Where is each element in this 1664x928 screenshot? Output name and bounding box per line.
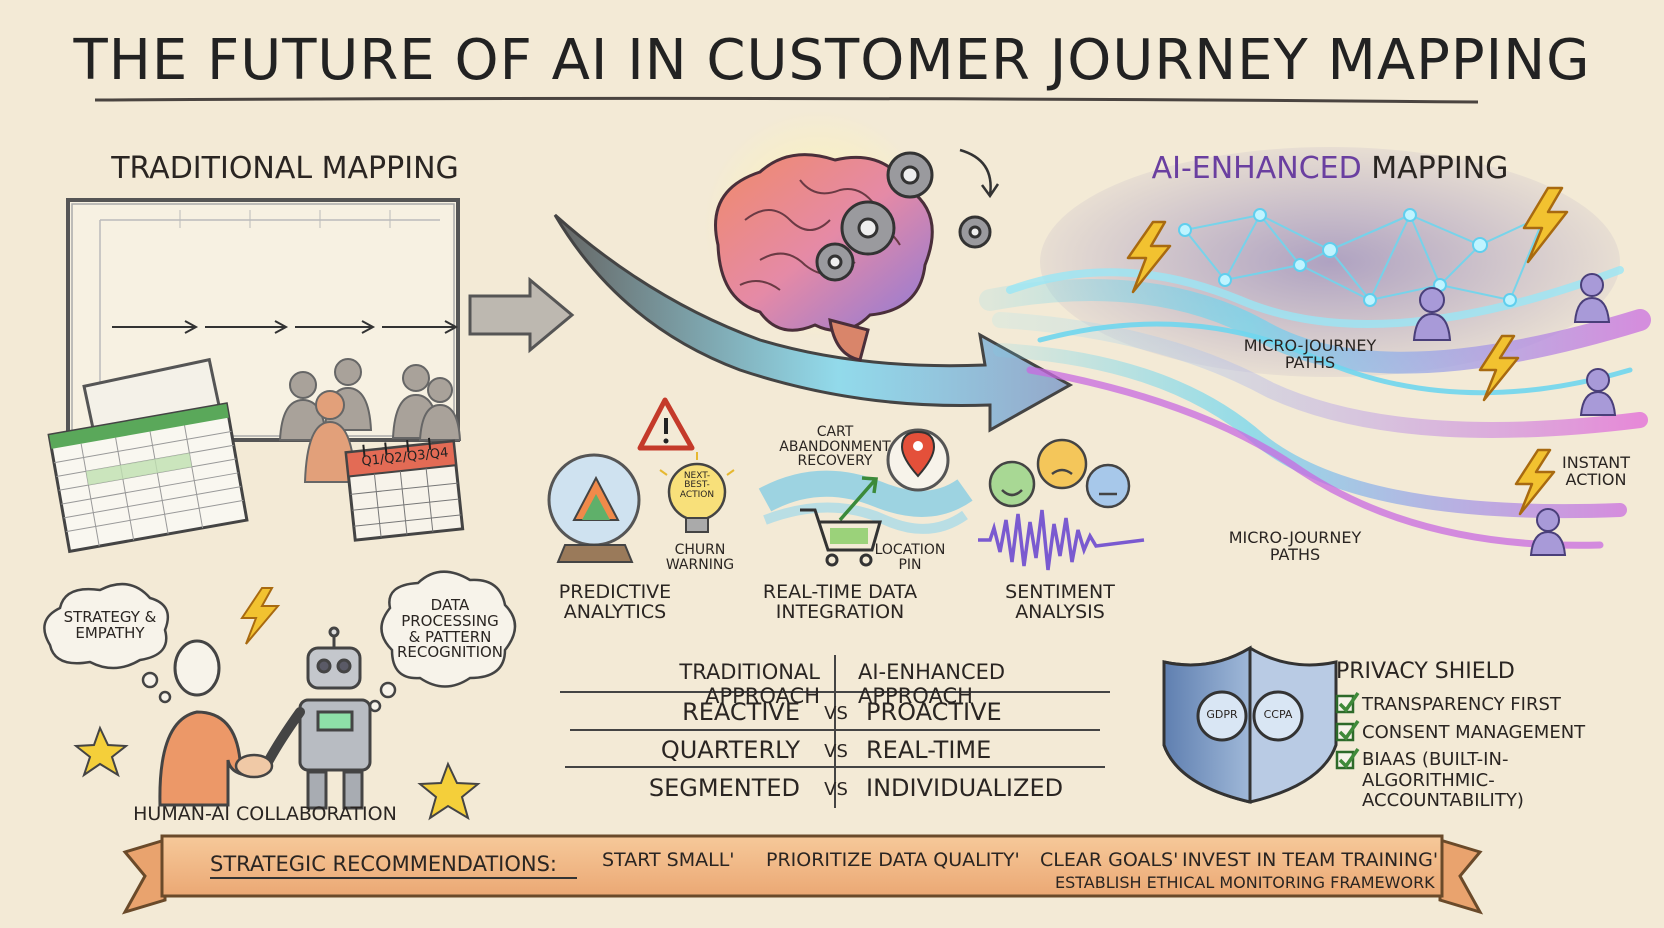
gear-icon [815, 151, 992, 282]
realtime-stream [758, 470, 973, 517]
comparison-row-left: REACTIVE [682, 698, 800, 726]
human-figure [158, 639, 255, 807]
realtime-integration-label: REAL-TIME DATA INTEGRATION [762, 581, 918, 623]
comparison-vs: VS [824, 703, 848, 724]
lightning-icon [1126, 186, 1569, 516]
people-icon [278, 358, 462, 483]
comparison-table [560, 655, 1110, 808]
comparison-right-header: AI-ENHANCED APPROACH [858, 660, 1006, 708]
comparison-row-right: REAL-TIME [866, 736, 992, 764]
cart-icon [800, 508, 882, 567]
shield-icon [1162, 645, 1338, 804]
brain-icon [714, 153, 934, 362]
handshake-icon [234, 753, 274, 779]
transition-arrow [553, 213, 1074, 433]
comparison-left-header: TRADITIONAL APPROACH [679, 660, 820, 708]
cart-abandonment-label: CART ABANDONMENT RECOVERY [779, 424, 891, 470]
arrow-icon [468, 276, 575, 354]
instant-action-label: INSTANT ACTION [1561, 453, 1631, 489]
recommendation-item: CLEAR GOALS' [1040, 849, 1179, 871]
comparison-vs: VS [824, 741, 848, 762]
privacy-item: BIAAS (BUILT-IN-ALGORITHMIC-ACCOUNTABILI… [1362, 749, 1524, 812]
recommendation-item: ESTABLISH ETHICAL MONITORING FRAMEWORK [1055, 873, 1435, 892]
lightbulb-icon [659, 452, 735, 533]
location-pin-label: LOCATION PIN [874, 542, 946, 573]
checkmark-icon [1338, 691, 1360, 769]
calendar-icon [344, 437, 465, 542]
trend-arrow-icon [838, 476, 878, 522]
bulb-label: NEXT-BEST-ACTION [679, 471, 715, 500]
comparison-row-left: SEGMENTED [648, 774, 800, 802]
recommendation-item: PRIORITIZE DATA QUALITY' [766, 849, 1020, 871]
recommendation-item: START SMALL' [602, 849, 735, 871]
micro-paths-bottom: MICRO-JOURNEY PATHS [1228, 528, 1362, 564]
ai-enhanced-heading-accent: AI-ENHANCED [1151, 151, 1362, 186]
spreadsheet-icon [47, 357, 249, 554]
privacy-title: PRIVACY SHIELD [1336, 659, 1515, 684]
page-title: THE FUTURE OF AI IN CUSTOMER JOURNEY MAP… [73, 28, 1591, 93]
human-thought-text: STRATEGY & EMPATHY [63, 608, 157, 642]
lightning-icon-small [240, 587, 281, 645]
recommendation-item: INVEST IN TEAM TRAINING' [1182, 849, 1439, 871]
streams [979, 266, 1651, 549]
gdpr-badge: GDPR [1206, 708, 1238, 721]
star-icon [73, 725, 481, 821]
predictive-analytics-label: PREDICTIVE ANALYTICS [558, 581, 672, 623]
warning-icon [637, 397, 695, 451]
privacy-item: CONSENT MANAGEMENT [1362, 722, 1586, 743]
soundwave-icon [978, 509, 1145, 571]
ccpa-badge: CCPA [1263, 708, 1293, 721]
comparison-row-right: PROACTIVE [866, 698, 1002, 726]
crystal-ball-icon [547, 453, 641, 563]
recommendations-label: STRATEGIC RECOMMENDATIONS: [210, 852, 558, 876]
refresh-arrow-icon [959, 148, 1000, 199]
person-nodes [1412, 273, 1617, 556]
ai-enhanced-heading: AI-ENHANCED MAPPING [1120, 153, 1540, 185]
comparison-vs: VS [824, 779, 848, 800]
ai-enhanced-heading-rest: MAPPING [1361, 151, 1509, 186]
privacy-item: TRANSPARENCY FIRST [1362, 694, 1561, 715]
comparison-row-left: QUARTERLY [660, 736, 800, 764]
ai-thought-text: DATA PROCESSING & PATTERN RECOGNITION [396, 596, 504, 662]
collaboration-label: HUMAN-AI COLLABORATION [133, 803, 397, 825]
location-pin-icon [886, 428, 950, 492]
comparison-row-right: INDIVIDUALIZED [866, 774, 1064, 802]
thought-bubble-human [43, 582, 172, 704]
recommendations-banner [121, 834, 1484, 915]
network-nodes [1178, 208, 1552, 307]
emoji-icon [988, 438, 1131, 509]
sentiment-analysis-label: SENTIMENT ANALYSIS [1005, 581, 1115, 623]
title-underline [94, 96, 1479, 104]
traditional-heading: TRADITIONAL MAPPING [111, 151, 459, 186]
journey-arrows [112, 320, 459, 334]
micro-paths-top: MICRO-JOURNEY PATHS [1243, 336, 1377, 372]
churn-warning-label: CHURN WARNING [665, 542, 735, 573]
robot-icon [263, 626, 372, 810]
